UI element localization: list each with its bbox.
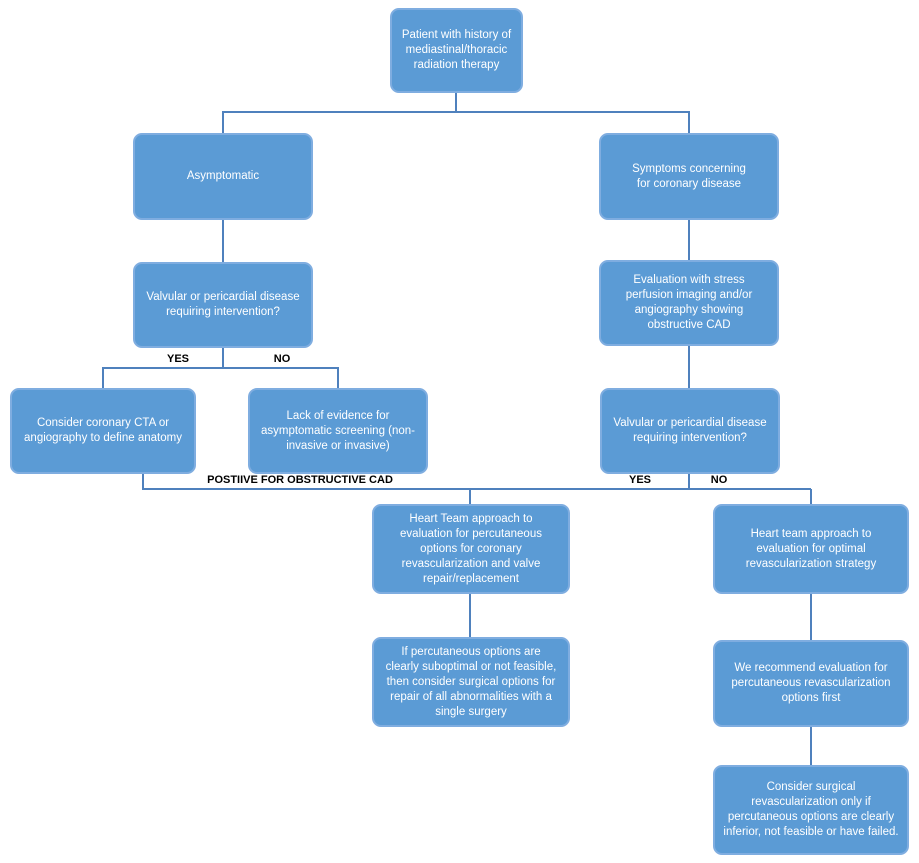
edge-label-no-left: NO bbox=[273, 353, 291, 365]
node-valvular-right: Valvular or pericardial disease requirin… bbox=[600, 388, 780, 474]
edge-label-yes-right: YES bbox=[628, 474, 652, 486]
edge-label-yes-left: YES bbox=[166, 353, 190, 365]
connector-patient-split bbox=[222, 93, 690, 133]
node-patient-history: Patient with history of mediastinal/thor… bbox=[390, 8, 523, 93]
node-consider-surgical: Consider surgical revascularization only… bbox=[713, 765, 909, 855]
node-stress-evaluation: Evaluation with stress perfusion imaging… bbox=[599, 260, 779, 346]
node-symptoms-concerning: Symptoms concerning for coronary disease bbox=[599, 133, 779, 220]
node-surgical-single-surgery: If percutaneous options are clearly subo… bbox=[372, 637, 570, 727]
node-percutaneous-first: We recommend evaluation for percutaneous… bbox=[713, 640, 909, 727]
node-valvular-left: Valvular or pericardial disease requirin… bbox=[133, 262, 313, 348]
edge-label-no-right: NO bbox=[710, 474, 728, 486]
connector-positive-cad-rail bbox=[142, 474, 812, 504]
node-asymptomatic: Asymptomatic bbox=[133, 133, 313, 220]
connector-valvular-left-split bbox=[102, 348, 339, 388]
node-heart-team-valve: Heart Team approach to evaluation for pe… bbox=[372, 504, 570, 594]
edge-label-positive-cad: POSTIIVE FOR OBSTRUCTIVE CAD bbox=[207, 474, 393, 486]
node-consider-cta: Consider coronary CTA or angiography to … bbox=[10, 388, 196, 474]
node-lack-of-evidence: Lack of evidence for asymptomatic screen… bbox=[248, 388, 428, 474]
node-heart-team-optimal: Heart team approach to evaluation for op… bbox=[713, 504, 909, 594]
